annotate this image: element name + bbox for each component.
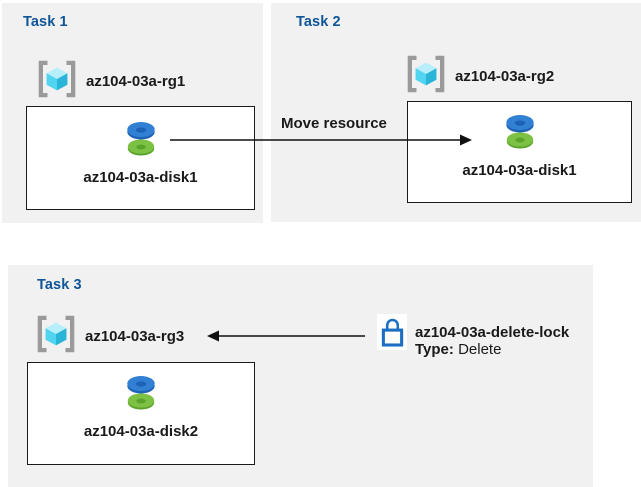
task1-resource-group: az104-03a-rg1: [36, 60, 185, 103]
resource-group-name: az104-03a-rg1: [86, 73, 186, 90]
disk-icon: [124, 373, 158, 418]
lock-name: az104-03a-delete-lock: [415, 324, 570, 341]
task2-title: Task 2: [296, 14, 341, 30]
move-resource-label: Move resource: [281, 115, 387, 132]
lock-caption: az104-03a-delete-lock Type: Delete: [415, 324, 569, 358]
task2-resource-group: az104-03a-rg2: [405, 55, 554, 98]
task2-disk-box: az104-03a-disk1: [407, 101, 632, 203]
lock-type-value: Delete: [458, 341, 502, 358]
task1-panel: Task 1 az104-03a-rg1: [2, 3, 263, 223]
task3-panel: Task 3 az104-03a-rg3: [8, 265, 593, 487]
disk-icon: [503, 112, 537, 157]
task3-title: Task 3: [37, 277, 82, 293]
disk-name: az104-03a-disk1: [83, 169, 198, 186]
task1-title: Task 1: [23, 14, 68, 30]
delete-lock: az104-03a-delete-lock Type: Delete: [377, 314, 569, 358]
disk-icon: [124, 119, 158, 164]
resource-group-name: az104-03a-rg3: [85, 328, 185, 345]
resource-group-icon: [405, 55, 447, 98]
resource-group-icon: [36, 60, 78, 103]
lock-icon: [377, 314, 407, 350]
lock-type-label: Type:: [415, 341, 454, 358]
lock-type-line: Type: Delete: [415, 341, 569, 358]
task1-disk-box: az104-03a-disk1: [26, 106, 255, 210]
disk-name: az104-03a-disk1: [462, 162, 577, 179]
resource-group-icon: [35, 315, 77, 358]
task2-panel: Task 2 az104-03a-rg2: [271, 3, 641, 222]
task3-resource-group: az104-03a-rg3: [35, 315, 184, 358]
task3-disk-box: az104-03a-disk2: [27, 362, 255, 465]
disk-name: az104-03a-disk2: [83, 423, 199, 440]
resource-group-name: az104-03a-rg2: [455, 68, 555, 85]
